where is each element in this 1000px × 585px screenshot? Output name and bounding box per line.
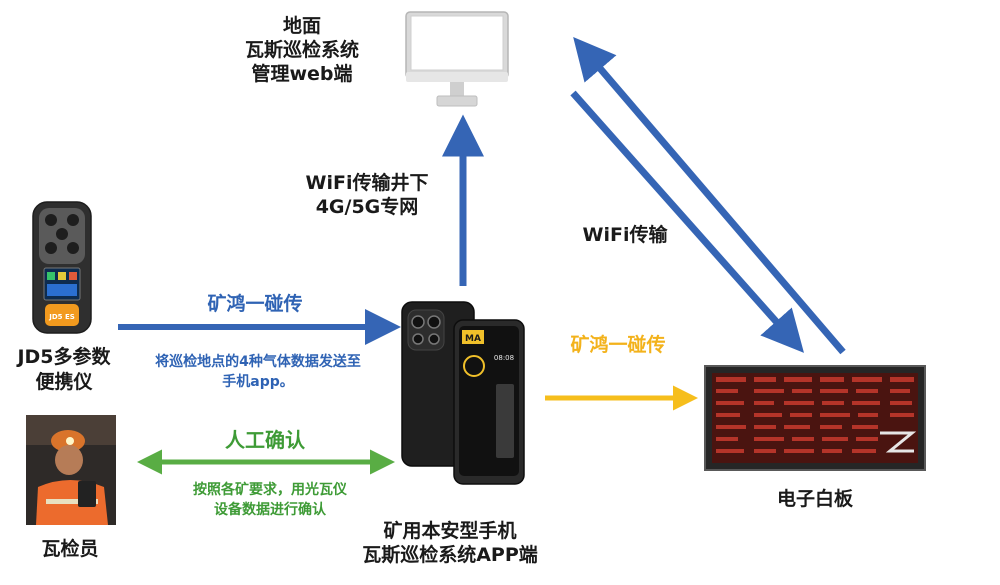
edge-desc-inspector-line-1: 按照各矿要求，用光瓦仪 [193,482,347,498]
edge-desc-inspector-line-2: 设备数据进行确认 [214,502,326,519]
phone-clock: 08:08 [494,354,514,362]
electronic-whiteboard [704,365,926,471]
web-label-line-2: 瓦斯巡检系统 [244,38,359,61]
edge-desc-inspector-phone: 按照各矿要求，用光瓦仪 设备数据进行确认 [150,480,390,521]
web-label-line-3: 管理web端 [251,62,353,85]
detector-label-line-1: JD5多参数 [17,346,111,368]
mining-phone-front: MA 08:08 [453,319,525,485]
phone-brand-mark: MA [465,334,481,344]
edge-label-inspector-phone: 人工确认 [225,428,305,452]
web-node-label: 地面 瓦斯巡检系统 管理web端 [222,15,382,86]
edge-label-phone-to-board: 矿鸿一碰传 [570,334,666,356]
edge-label-phone-to-web: WiFi传输井下 4G/5G专网 [292,172,442,220]
edge-desc-detector-to-phone: 将巡检地点的4种气体数据发送至 手机app。 [118,352,398,393]
monitor-icon [405,11,509,107]
phone-label-line-2: 瓦斯巡检系统APP端 [362,543,538,566]
inspector-photo [26,415,116,525]
gas-detector-device: JD5 ES [32,201,92,334]
detector-label-line-2: 便携仪 [35,370,93,393]
detector-node-label: JD5多参数 便携仪 [5,345,123,394]
inspector-label-line-1: 瓦检员 [41,538,99,560]
edge-label-phone-web-line-1: WiFi传输井下 [305,172,429,194]
edge-label-board-web: WiFi传输 [582,224,668,246]
inspector-node-label: 瓦检员 [20,538,120,562]
phone-node-label: 矿用本安型手机 瓦斯巡检系统APP端 [340,520,560,568]
edge-desc-detector-line-1: 将巡检地点的4种气体数据发送至 [155,354,361,370]
phone-label-line-1: 矿用本安型手机 [383,520,517,542]
arrow-web-to-board [570,90,804,353]
board-node-label: 电子白板 [745,488,885,512]
detector-device-text: JD5 ES [48,313,75,321]
edge-label-detector-to-phone: 矿鸿一碰传 [207,293,303,315]
board-label-line-1: 电子白板 [776,488,853,510]
web-label-line-1: 地面 [282,15,321,37]
arrow-board-to-web [573,37,846,355]
edge-label-phone-web-line-2: 4G/5G专网 [315,195,419,218]
edge-desc-detector-line-2: 手机app。 [222,374,294,391]
